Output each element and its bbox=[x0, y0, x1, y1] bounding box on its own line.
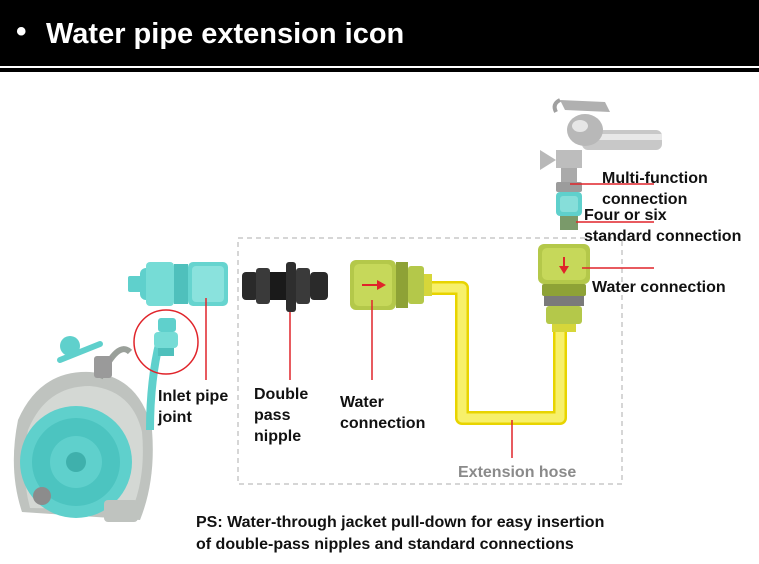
four-or-six-label-2: standard connection bbox=[584, 228, 742, 245]
inlet-pipe-joint bbox=[128, 262, 228, 306]
ps-note-line2: of double-pass nipples and standard conn… bbox=[196, 536, 574, 553]
small-inlet-joint bbox=[154, 318, 178, 356]
multi-function-label: Multi-function bbox=[602, 170, 708, 187]
extension-hose-label: Extension hose bbox=[458, 464, 577, 481]
multi-function-connector bbox=[556, 182, 582, 230]
extension-hose-outline bbox=[428, 281, 567, 425]
double-pass-nipple bbox=[242, 262, 328, 312]
inlet-pipe-label: Inlet pipe bbox=[158, 388, 229, 405]
extension-hose bbox=[428, 283, 565, 423]
header-bar: • Water pipe extension icon bbox=[0, 0, 759, 66]
dashed-extension-box bbox=[237, 237, 623, 485]
double-pass-label-3: nipple bbox=[254, 428, 302, 445]
ps-note-line1: PS: Water-through jacket pull-down for e… bbox=[196, 514, 605, 531]
water-connection-label-2: connection bbox=[340, 415, 426, 432]
header-bullet: • bbox=[16, 15, 27, 48]
water-connection-right-label: Water connection bbox=[592, 279, 726, 296]
pointer-lines bbox=[205, 183, 654, 458]
double-pass-label-2: pass bbox=[254, 407, 291, 424]
multi-function-label-2: connection bbox=[602, 191, 688, 208]
hose-reel-icon bbox=[13, 336, 164, 522]
faucet-icon bbox=[540, 98, 662, 182]
page-title: Water pipe extension icon bbox=[46, 18, 405, 50]
double-pass-label: Double bbox=[254, 386, 309, 403]
inlet-pipe-label-2: joint bbox=[158, 409, 192, 426]
inlet-highlight-circle bbox=[133, 309, 199, 375]
header-rule bbox=[0, 66, 759, 72]
four-or-six-label: Four or six bbox=[584, 207, 667, 224]
water-connection-label: Water bbox=[340, 394, 384, 411]
